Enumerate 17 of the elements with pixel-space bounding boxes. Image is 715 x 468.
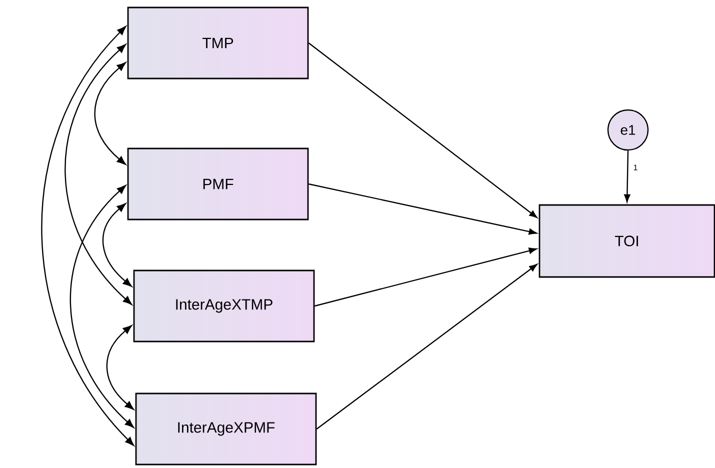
edge-label: 1 [634, 164, 638, 170]
variable-box: TOI [538, 204, 715, 278]
covariance-arrow [64, 44, 132, 305]
variable-box: InterAgeXPMF [135, 392, 317, 466]
covariance-arrow [94, 62, 126, 165]
arrow [624, 150, 630, 202]
arrow [308, 42, 538, 218]
arrow [316, 264, 538, 430]
covariance-arrow [106, 325, 134, 410]
variable-box: InterAgeXTMP [133, 270, 315, 342]
arrow [314, 248, 537, 307]
covariance-arrow [102, 203, 132, 287]
covariance-arrow [70, 185, 134, 428]
variable-box: PMF [127, 148, 309, 220]
arrow [308, 183, 537, 235]
variable-box: TMP [127, 6, 309, 80]
covariance-arrow [41, 26, 134, 446]
